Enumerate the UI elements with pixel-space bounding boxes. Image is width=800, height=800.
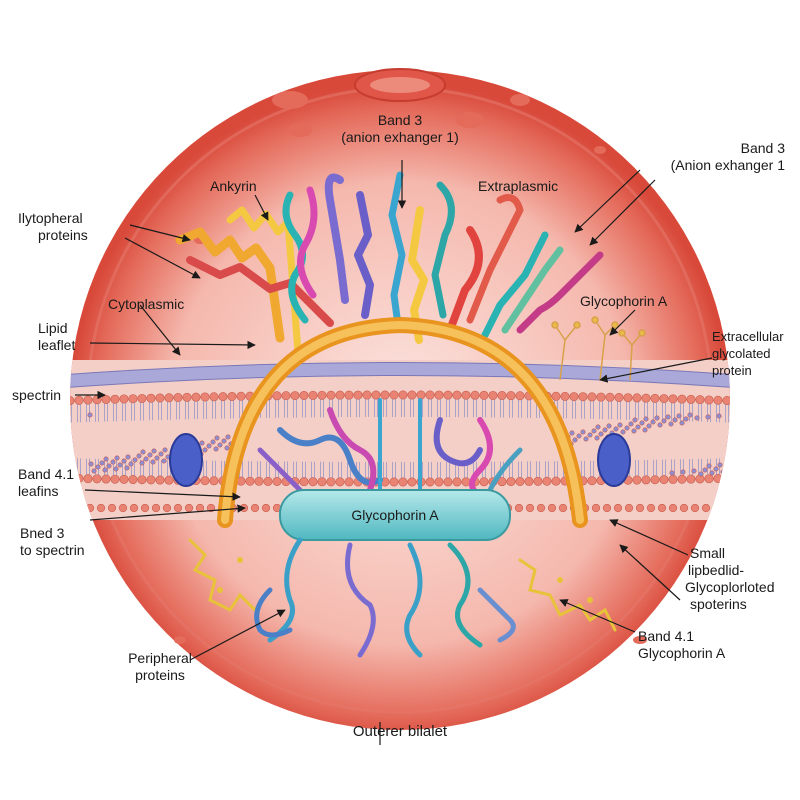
label-lipid-leaflet: Lipid leaflet [38, 320, 76, 353]
label-bned3: Bned 3 to spectrin [20, 525, 85, 558]
cell-organelles [174, 68, 647, 644]
glycan-chains [551, 316, 646, 381]
label-extracellular: Extracellular glycolated protein [712, 329, 784, 378]
peripheral-protein-chains [188, 537, 617, 658]
label-band3-center: Band 3 (anion exhanger 1) [341, 112, 459, 145]
label-glycophorin-center: Glycophorin A [351, 507, 439, 523]
label-spectrin: spectrin [12, 387, 62, 403]
label-cytoplasmic: Cytoplasmic [108, 296, 185, 312]
label-ilytopheral: Ilytopheral proteins [18, 210, 88, 243]
label-peripheral: Peripheral proteins [128, 650, 192, 683]
transmembrane-proteins [175, 171, 604, 356]
label-small-lipid: Small lipbedlid- Glycoplorloted spoterin… [685, 545, 775, 612]
left-protein-oval [169, 433, 203, 487]
label-outer-bilayer: Outerer bilalet [352, 723, 448, 740]
label-extraplasmic: Extraplasmic [478, 178, 559, 194]
label-ankyrin: Ankyrin [210, 178, 257, 194]
label-band41-leafins: Band 4.1 leafins [18, 466, 75, 499]
glycophorin-bar [279, 489, 511, 541]
label-band3-right: Band 3 (Anion exhanger 1 [670, 140, 785, 173]
pointer-arrows [75, 160, 713, 745]
right-protein-oval [597, 433, 631, 487]
label-glycophorin-top: Glycophorin A [580, 293, 668, 309]
ankyrin-arc-highlight [221, 320, 584, 524]
label-band41-glyco: Band 4.1 Glycophorin A [638, 628, 726, 661]
